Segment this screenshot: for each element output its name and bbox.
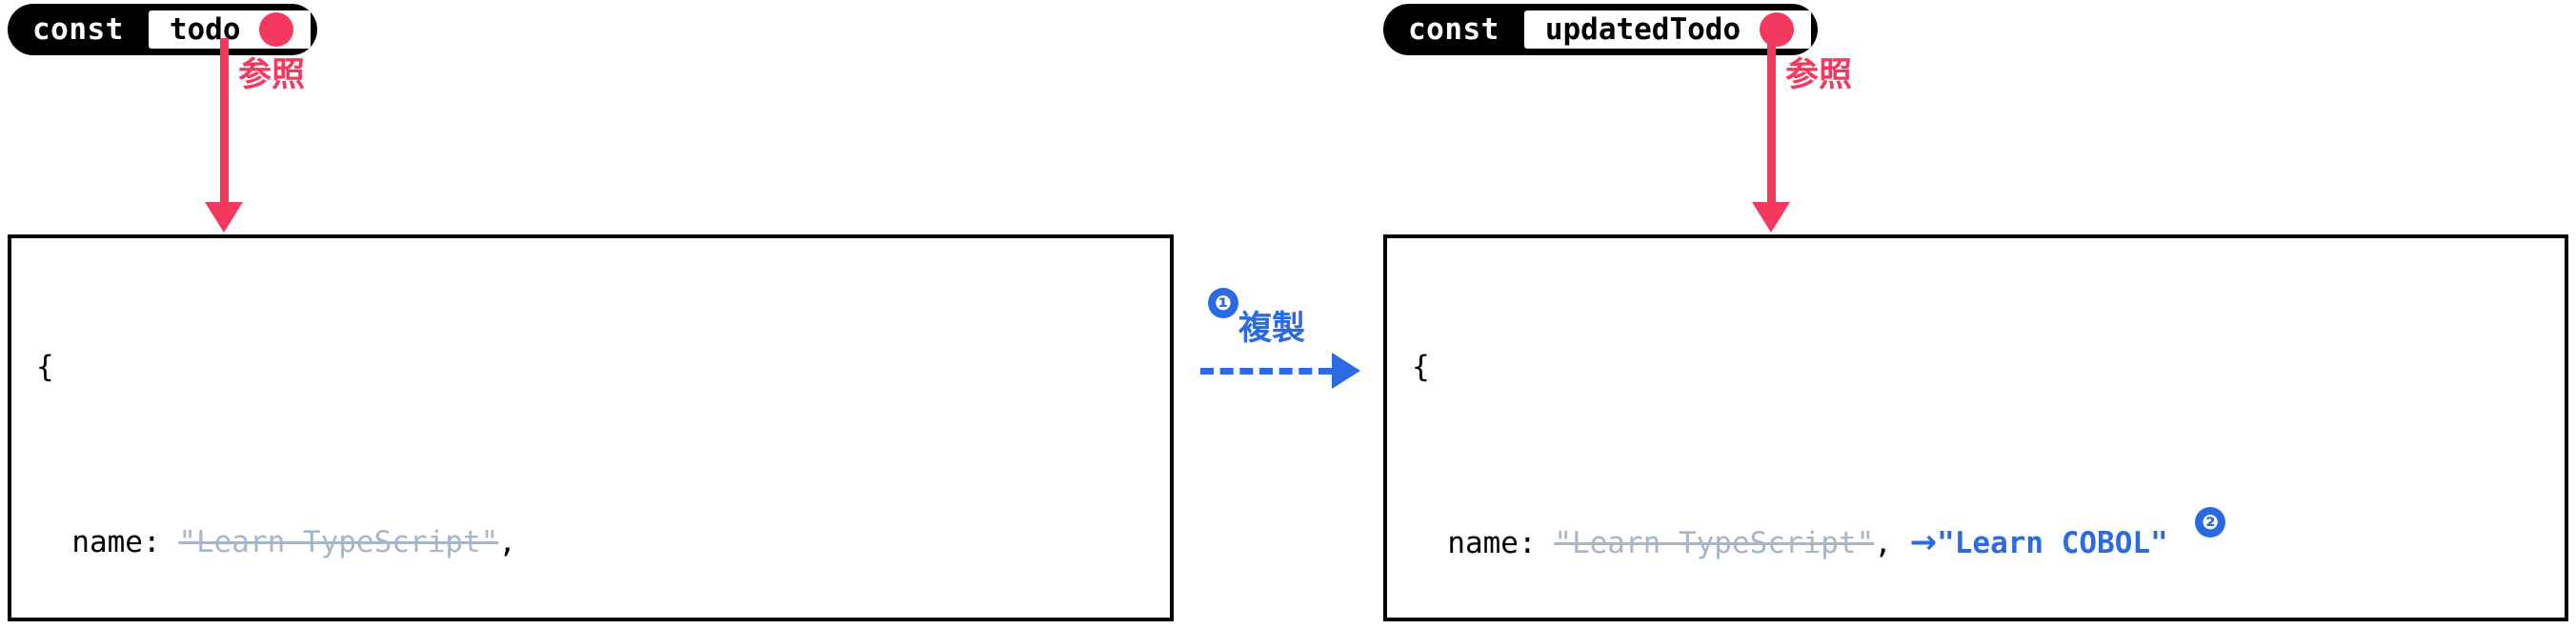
variable-name-label: todo (169, 11, 241, 47)
code-box-updatedtodo: { name: "Learn TypeScript", →"Learn COBO… (1383, 234, 2568, 621)
copy-arrow-dashed-line (1200, 368, 1332, 375)
code-content-right: { name: "Learn TypeScript", →"Learn COBO… (1412, 257, 2225, 618)
variable-badge-todo: const todo (8, 4, 318, 55)
code-line-open-brace: { (36, 350, 54, 384)
copy-arrow-head-icon (1332, 353, 1360, 389)
code-old-value-name: "Learn TypeScript" (178, 525, 499, 559)
variable-name-label: updatedTodo (1544, 11, 1741, 47)
code-key-name: name: (71, 525, 161, 559)
code-old-value-name: "Learn TypeScript" (1554, 526, 1875, 560)
copy-label: 複製 (1238, 310, 1306, 348)
code-line-name: name: "Learn TypeScript", (36, 520, 783, 564)
variable-name-box: updatedTodo (1523, 10, 1812, 49)
reference-arrow-head-icon (205, 202, 243, 233)
variable-name-box: todo (148, 10, 312, 49)
code-content-left: { name: "Learn TypeScript", priority: 3,… (36, 257, 783, 618)
reference-arrow-shaft (1767, 38, 1776, 202)
code-comma: , (1874, 526, 1892, 560)
reference-arrow-head-icon (1752, 202, 1790, 233)
reference-arrow-right (1752, 38, 1790, 233)
reference-arrow-left (205, 38, 243, 233)
reference-dot-icon (259, 12, 294, 47)
copy-step-group: ❶ 複製 (1193, 286, 1374, 400)
code-key-name: name: (1447, 526, 1537, 560)
code-box-todo: { name: "Learn TypeScript", priority: 3,… (8, 234, 1174, 621)
variable-badge-updatedtodo: const updatedTodo (1383, 4, 1819, 55)
code-comma: , (498, 525, 516, 559)
reference-label-right: 参照 (1785, 56, 1853, 94)
code-new-value-name: "Learn COBOL" (1937, 526, 2168, 560)
code-line-name: name: "Learn TypeScript", →"Learn COBOL"… (1412, 507, 2225, 564)
code-line-open-brace: { (1412, 350, 1430, 384)
reference-arrow-shaft (220, 38, 229, 202)
reference-dot-icon (1760, 12, 1795, 47)
const-keyword-label: const (32, 11, 124, 47)
step-badge-2: ❷ (2195, 507, 2225, 538)
step-badge-1: ❶ (1208, 288, 1238, 318)
reference-label-left: 参照 (238, 56, 306, 94)
const-keyword-label: const (1408, 11, 1499, 47)
change-arrow-name-icon: → (1909, 523, 1938, 561)
